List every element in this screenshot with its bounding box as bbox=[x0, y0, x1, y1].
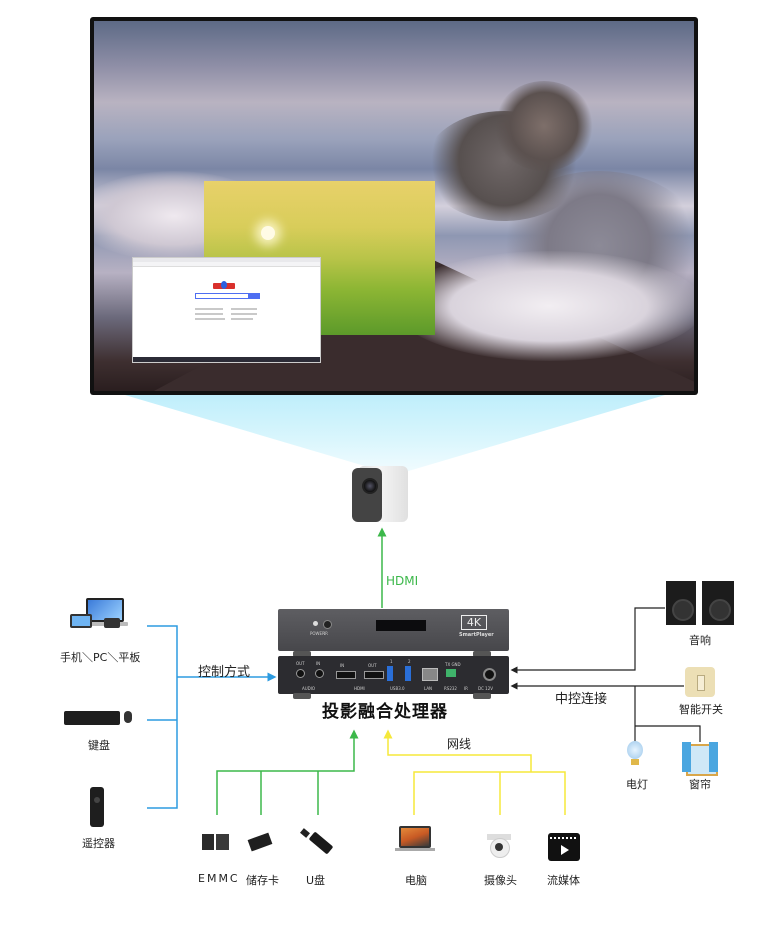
usb-port-1 bbox=[387, 666, 393, 681]
network-lines bbox=[383, 729, 566, 815]
projector-icon bbox=[352, 466, 408, 524]
audio-out-label: OUT bbox=[296, 661, 305, 666]
news-line[interactable] bbox=[195, 318, 225, 320]
eruption-plume-top bbox=[494, 81, 594, 171]
audio-label: AUDIO bbox=[302, 686, 316, 691]
light-bulb-icon bbox=[626, 741, 644, 771]
device-foot bbox=[293, 693, 311, 699]
control-lines bbox=[147, 625, 277, 809]
network-item-label: 流媒体 bbox=[547, 874, 580, 887]
central-control-lines bbox=[510, 607, 701, 748]
emmc-chip-icon bbox=[202, 832, 230, 852]
remote-control-icon bbox=[90, 787, 104, 827]
central-control-label: 中控连接 bbox=[555, 692, 608, 707]
news-line[interactable] bbox=[195, 313, 223, 315]
speaker-icon bbox=[666, 577, 736, 625]
laptop-icon bbox=[395, 826, 435, 854]
laptop-tablet-phone-icon bbox=[70, 598, 128, 638]
control-method-label: 控制方式 bbox=[198, 665, 251, 680]
hdmi-out-port bbox=[364, 671, 384, 679]
network-item-label: 电脑 bbox=[405, 874, 427, 887]
hdmi-in-port bbox=[336, 671, 356, 679]
ir-label: IR bbox=[324, 631, 328, 636]
power-led bbox=[313, 621, 318, 626]
streaming-media-icon bbox=[548, 833, 580, 861]
dc-label: DC 12V bbox=[478, 686, 493, 691]
central-control-item-label: 智能开关 bbox=[679, 703, 723, 716]
device-foot bbox=[293, 651, 311, 657]
usb-port-2 bbox=[405, 666, 411, 681]
usb1-label: 1 bbox=[390, 659, 393, 664]
screen-content bbox=[94, 21, 694, 391]
audio-in-port bbox=[315, 669, 324, 678]
search-button[interactable] bbox=[248, 293, 260, 299]
rs232-label: RS232 bbox=[444, 686, 457, 691]
storage-item-label: 储存卡 bbox=[246, 874, 279, 887]
central-control-item-label: 音响 bbox=[689, 634, 711, 647]
rs232-port bbox=[446, 669, 456, 677]
sun bbox=[261, 226, 275, 240]
lan-label: LAN bbox=[424, 686, 433, 691]
news-line[interactable] bbox=[231, 318, 253, 320]
power-label: POWER bbox=[310, 631, 325, 636]
search-logo bbox=[213, 281, 235, 289]
taskbar[interactable] bbox=[133, 357, 320, 362]
storage-item-label: U盘 bbox=[306, 874, 326, 887]
display-window bbox=[376, 620, 426, 631]
browser-tabs[interactable] bbox=[133, 258, 320, 262]
display-screen bbox=[90, 17, 698, 395]
brand-label: SmartPlayer bbox=[459, 632, 494, 638]
network-label: 网线 bbox=[447, 737, 472, 751]
usb-label: USB3.0 bbox=[390, 686, 405, 691]
audio-in-label: IN bbox=[316, 661, 321, 666]
keyboard-mouse-icon bbox=[64, 708, 134, 728]
device-back-panel: OUT IN AUDIO IN OUT HDMI 1 2 USB3.0 LAN … bbox=[278, 656, 509, 694]
cloud bbox=[394, 251, 694, 361]
news-line[interactable] bbox=[231, 313, 257, 315]
hdmi-port-label: HDMI bbox=[354, 686, 365, 691]
memory-card-icon bbox=[247, 832, 273, 852]
lan-port bbox=[422, 668, 438, 681]
hdmi-in-label: IN bbox=[340, 663, 345, 668]
smart-switch-icon bbox=[685, 667, 715, 697]
control-item-label: 手机＼PC＼平板 bbox=[60, 651, 141, 664]
device-title: 投影融合处理器 bbox=[322, 702, 448, 722]
news-line[interactable] bbox=[195, 308, 223, 310]
device-foot bbox=[473, 693, 491, 699]
network-item-label: 摄像头 bbox=[484, 874, 517, 887]
storage-lines bbox=[216, 729, 359, 815]
4k-badge: 4K bbox=[461, 615, 487, 630]
dc-port bbox=[483, 668, 496, 681]
control-item-label: 遥控器 bbox=[82, 837, 115, 850]
camera-icon bbox=[487, 834, 513, 860]
device-foot bbox=[473, 651, 491, 657]
usb-drive-icon bbox=[300, 828, 335, 858]
ir-port-label: IR bbox=[464, 686, 468, 691]
curtain-window-icon bbox=[682, 742, 718, 776]
news-line[interactable] bbox=[231, 308, 257, 310]
browser-address-bar[interactable] bbox=[133, 262, 320, 267]
device-front-panel: POWER IR 4K SmartPlayer bbox=[278, 609, 509, 651]
central-control-item-label: 电灯 bbox=[626, 778, 648, 791]
storage-item-label: EMMC bbox=[198, 872, 240, 885]
txgnd-label: TX GND bbox=[445, 662, 461, 667]
browser-window[interactable] bbox=[132, 257, 321, 363]
audio-out-port bbox=[296, 669, 305, 678]
hdmi-label: HDMI bbox=[386, 574, 419, 588]
control-item-label: 键盘 bbox=[88, 739, 110, 752]
central-control-item-label: 窗帘 bbox=[689, 778, 711, 791]
usb2-label: 2 bbox=[408, 659, 411, 664]
ir-receiver bbox=[323, 620, 332, 629]
hdmi-out-label: OUT bbox=[368, 663, 377, 668]
